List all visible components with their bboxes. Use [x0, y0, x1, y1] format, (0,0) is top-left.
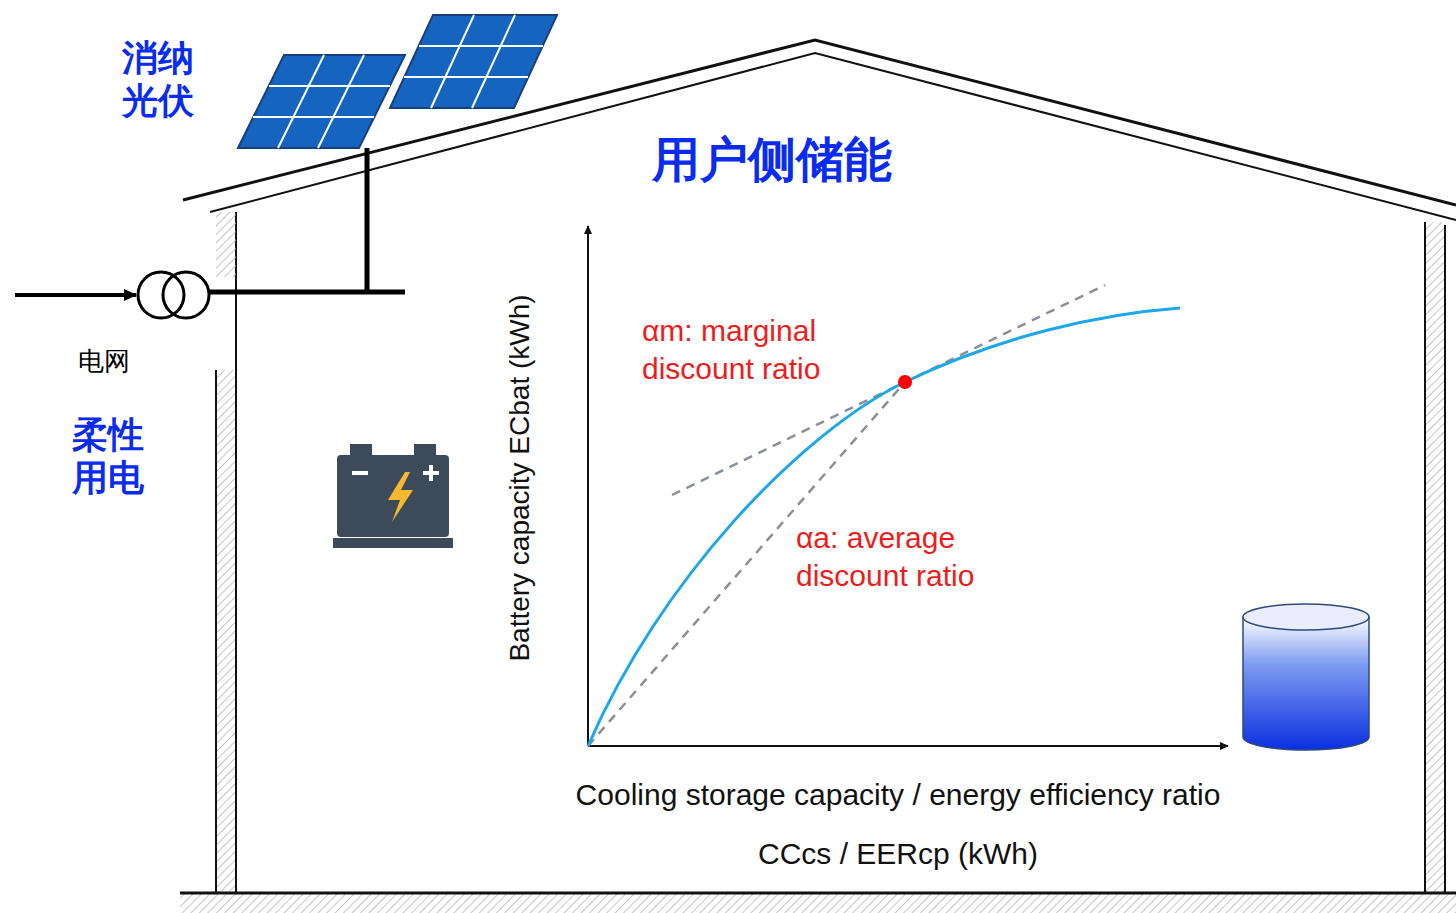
left-wall-outer: [215, 370, 217, 893]
bus-line: [208, 290, 405, 295]
y-axis-title: Battery capacity ECbat (kWh): [503, 294, 537, 661]
y-axis: [587, 226, 589, 746]
transformer-symbol: [163, 272, 209, 318]
grid-arrow: [15, 293, 136, 297]
solar-panel: [390, 15, 557, 108]
pv-feeder: [365, 148, 370, 292]
diagram-title: 用户侧储能: [652, 128, 892, 192]
cooling-tank: [1243, 604, 1369, 750]
average-ratio-label: αa: average discount ratio: [796, 519, 1041, 594]
left-wall-hatch: [216, 370, 236, 893]
left-wall-hatch-top: [216, 212, 236, 277]
roof-inner: [210, 53, 1456, 220]
chart: [588, 226, 1228, 746]
marginal-ratio-label: αm: marginal discount ratio: [642, 312, 887, 387]
x-axis-title: Cooling storage capacity / energy effici…: [576, 777, 1221, 813]
grid-label: 电网: [78, 346, 130, 377]
pv-label: 消纳 光伏: [122, 36, 202, 122]
x-axis: [588, 745, 1228, 747]
right-wall-outer: [1444, 225, 1446, 893]
right-wall-inner: [1424, 222, 1426, 893]
battery-icon: [333, 444, 453, 548]
tangent-point: [898, 375, 912, 389]
solar-panel: [238, 55, 405, 148]
transformer-symbol: [138, 272, 184, 318]
floor-hatch: [180, 894, 1456, 913]
roof-outer: [183, 40, 1456, 205]
flex-load-label: 柔性 用电: [72, 413, 152, 499]
x-axis-unit: CCcs / EERcp (kWh): [758, 836, 1038, 872]
floor-line: [180, 892, 1456, 895]
right-wall-hatch: [1425, 222, 1445, 893]
left-wall-inner: [235, 212, 237, 893]
capacity-curve: [588, 308, 1180, 746]
